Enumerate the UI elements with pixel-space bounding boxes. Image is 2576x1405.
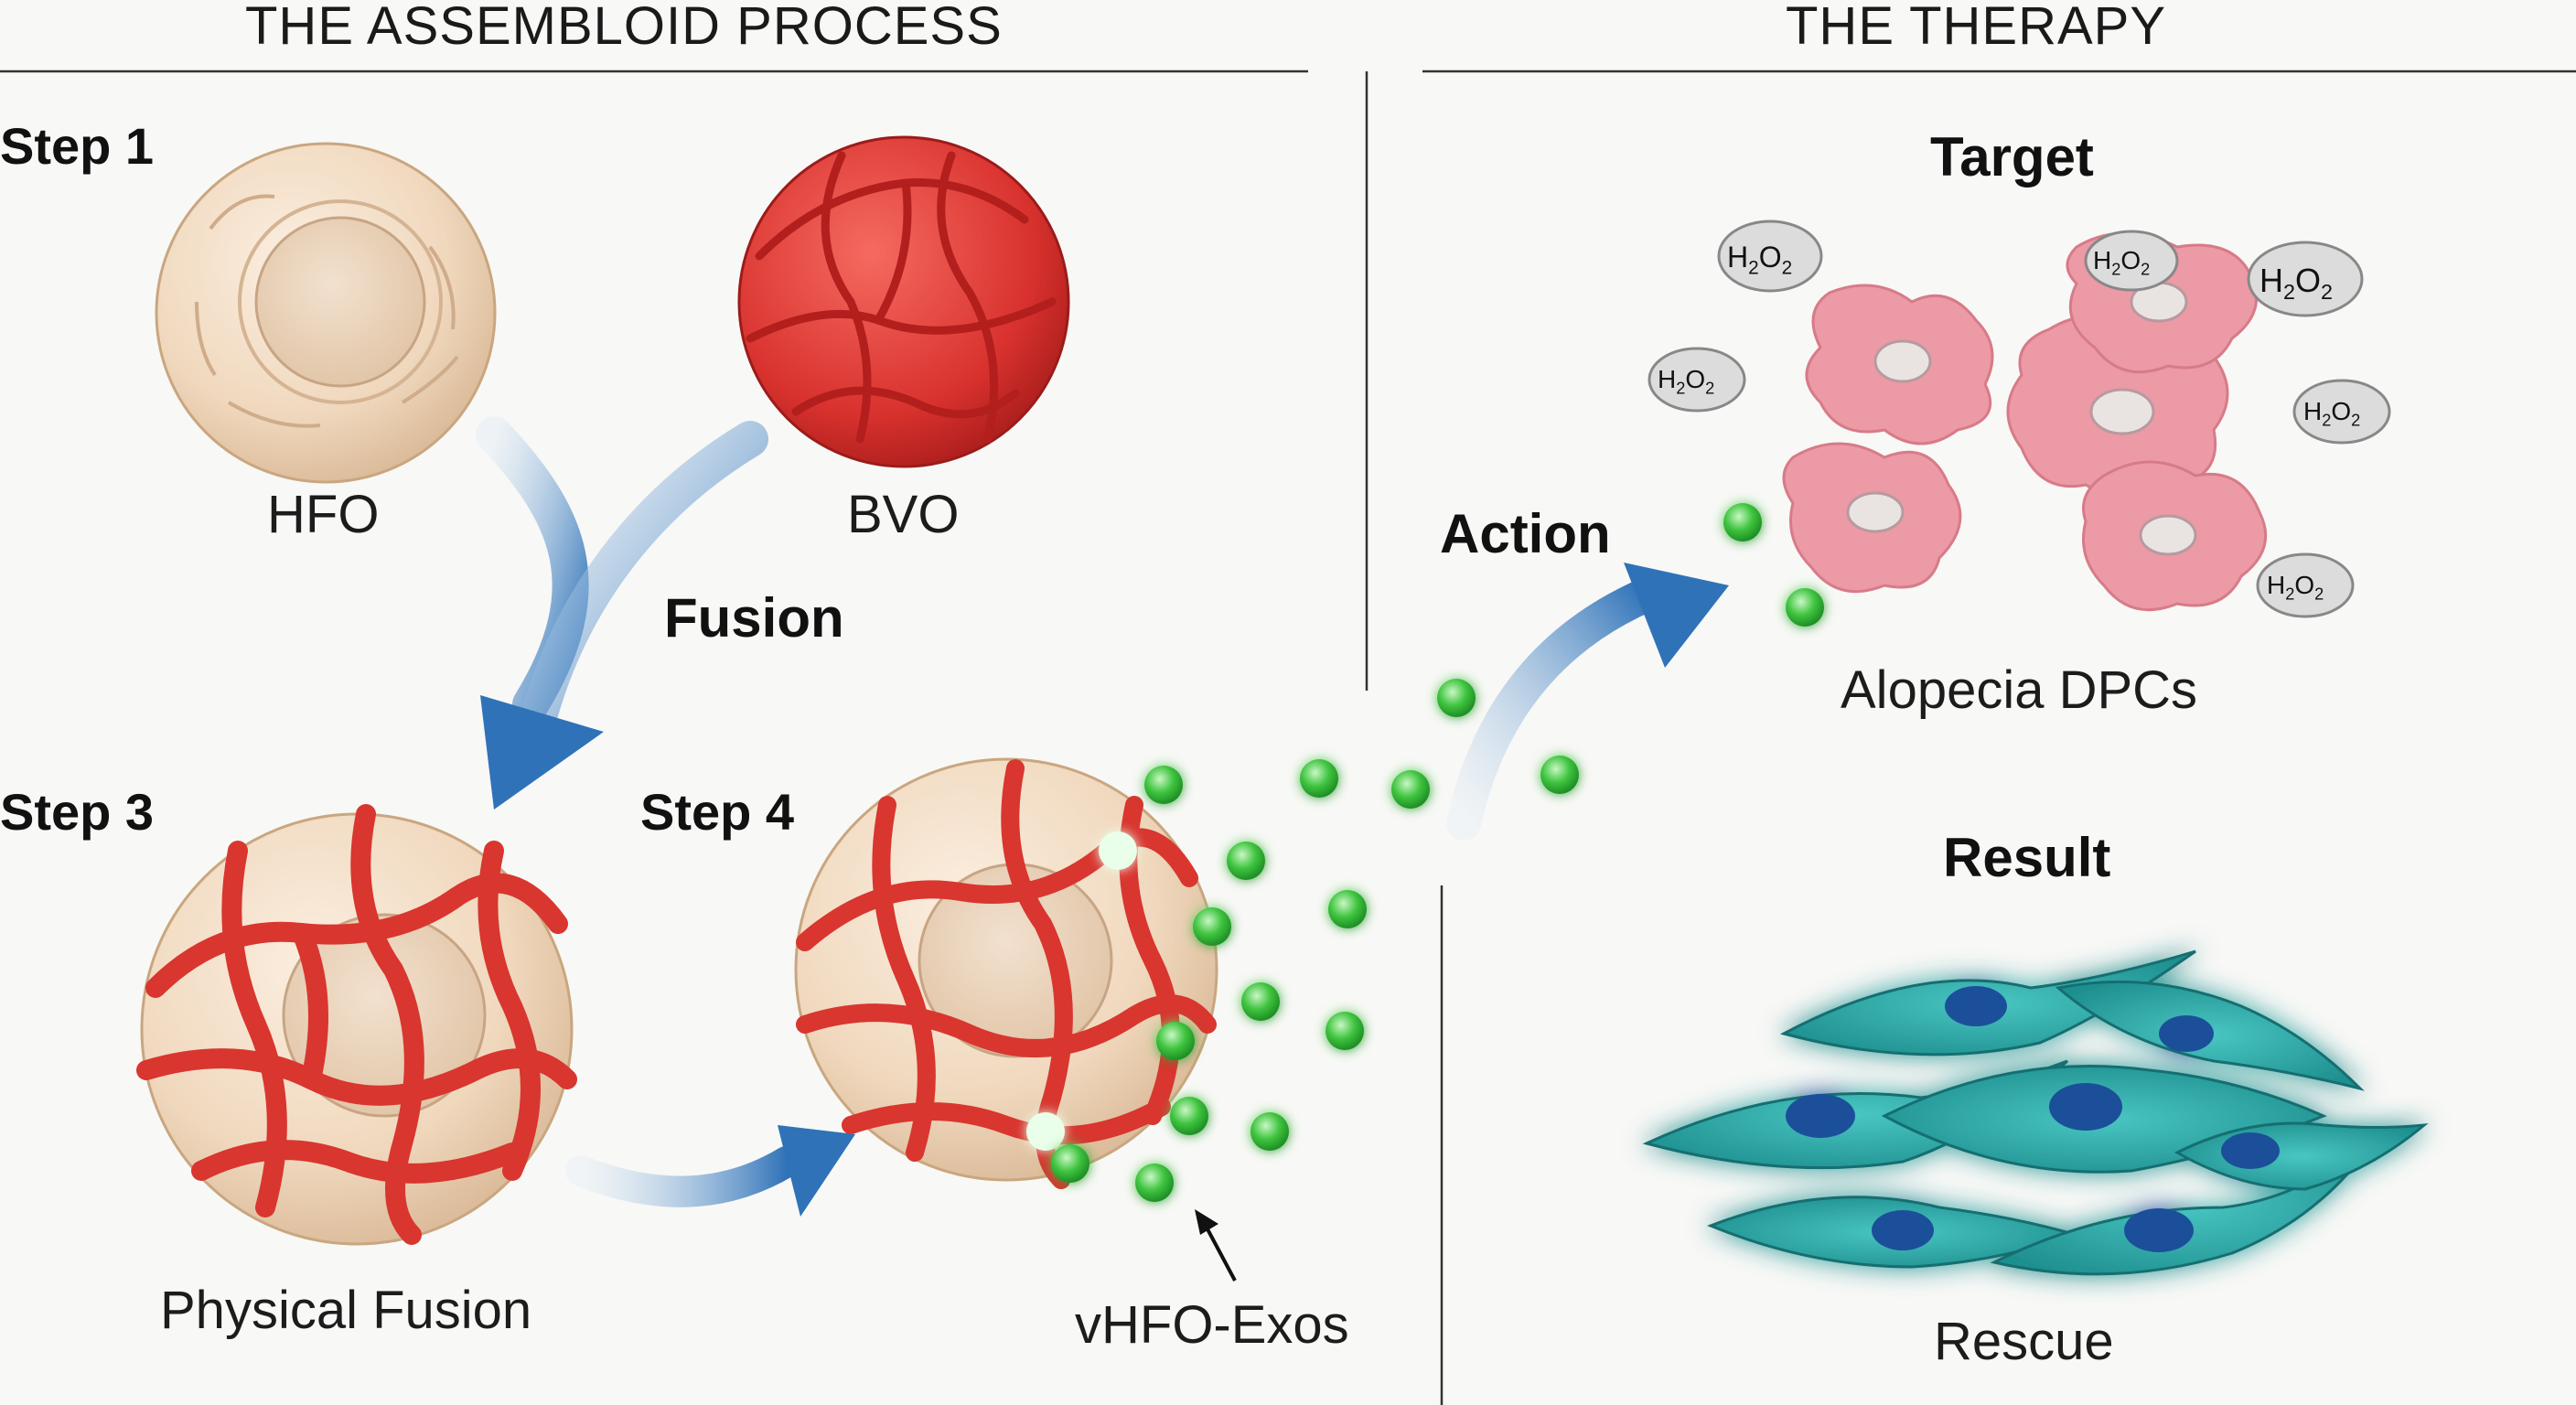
h2o2-value: H2O2 [2267, 571, 2324, 604]
exosome-dot [1227, 842, 1265, 880]
damaged-dpc-cluster [1782, 231, 2268, 612]
exosome-dot [1051, 1144, 1089, 1183]
action-arrow [1446, 563, 1729, 841]
h2o2-text: H2O2 [2093, 248, 2150, 278]
exosome-dot [1099, 831, 1137, 870]
exosome-dot [1540, 756, 1579, 794]
rescue-label: Rescue [1934, 1312, 2114, 1371]
healthy-cell [1779, 949, 2196, 1056]
h2o2-text: H2O2 [2259, 264, 2333, 304]
healthy-cell [2055, 980, 2365, 1091]
exosome-dot [1328, 890, 1367, 928]
h2o2-cloud [2256, 552, 2355, 618]
exosome-dot [1170, 1097, 1208, 1135]
header-therapy: THE THERAPY [1786, 0, 2167, 56]
exosome-dot [1026, 1112, 1065, 1151]
h2o2-text: H2O2 [2267, 573, 2324, 603]
exosome-dot [1250, 1112, 1289, 1151]
secretion-arrow [565, 1125, 855, 1217]
exosome-dot [1391, 770, 1430, 809]
result-label: Result [1943, 827, 2111, 888]
exosome-dot [1786, 588, 1824, 627]
assembloid-label: Physical Fusion [160, 1281, 532, 1340]
h2o2-value: H2O2 [2259, 262, 2334, 305]
fusion-label: Fusion [664, 587, 844, 649]
step4-label: Step 4 [640, 783, 795, 841]
h2o2-cloud [1717, 220, 1823, 293]
healthy-cell [1642, 1059, 2068, 1170]
step3-label: Step 3 [0, 783, 155, 841]
target-cells-label: Alopecia DPCs [1841, 660, 2198, 720]
ros-clouds [1648, 220, 2391, 618]
h2o2-cloud [2247, 241, 2364, 317]
h2o2-cloud [2292, 379, 2391, 445]
h2o2-value: H2O2 [1727, 241, 1793, 279]
h2o2-text: H2O2 [1658, 367, 1714, 397]
exosome-dot [1241, 982, 1280, 1021]
action-label: Action [1440, 503, 1611, 564]
step1-label: Step 1 [0, 117, 155, 175]
h2o2-value: H2O2 [1658, 365, 1715, 398]
exosome-dot [1326, 1012, 1364, 1050]
section-divider [1365, 71, 1444, 1405]
bvo-label: BVO [847, 485, 960, 544]
exosome-dot [1144, 766, 1183, 804]
exosome-dot [1193, 907, 1231, 946]
h2o2-text: H2O2 [2303, 399, 2360, 429]
h2o2-cloud [1648, 347, 1746, 413]
h2o2-value: H2O2 [2303, 397, 2361, 430]
target-label: Target [1930, 126, 2094, 188]
hfo-organoid [155, 142, 497, 484]
h2o2-value: H2O2 [2093, 246, 2151, 279]
assembloid-organoid [136, 804, 577, 1246]
hfo-label: HFO [267, 485, 380, 544]
exosome-dot [1723, 503, 1762, 542]
exosome-dot [1437, 679, 1476, 717]
bvo-organoid [737, 135, 1070, 468]
exosome-pointer-arrow [1195, 1209, 1237, 1282]
damaged-cell [1805, 284, 1994, 445]
exosome-label: vHFO-Exos [1075, 1295, 1349, 1355]
healthy-cell [2174, 1121, 2429, 1191]
damaged-cell [1782, 442, 1962, 594]
exosome-dot [1300, 759, 1338, 798]
header-assembloid-process: THE ASSEMBLOID PROCESS [245, 0, 1003, 56]
h2o2-text: H2O2 [1727, 242, 1792, 278]
damaged-cell [2082, 460, 2268, 612]
exosome-dot [1135, 1164, 1174, 1202]
exosome-dot [1156, 1022, 1195, 1060]
vhfo-organoid [794, 757, 1218, 1189]
h2o2-cloud [2084, 230, 2179, 292]
rescued-cell-cluster [1642, 949, 2429, 1276]
fusion-arrow [476, 416, 768, 810]
